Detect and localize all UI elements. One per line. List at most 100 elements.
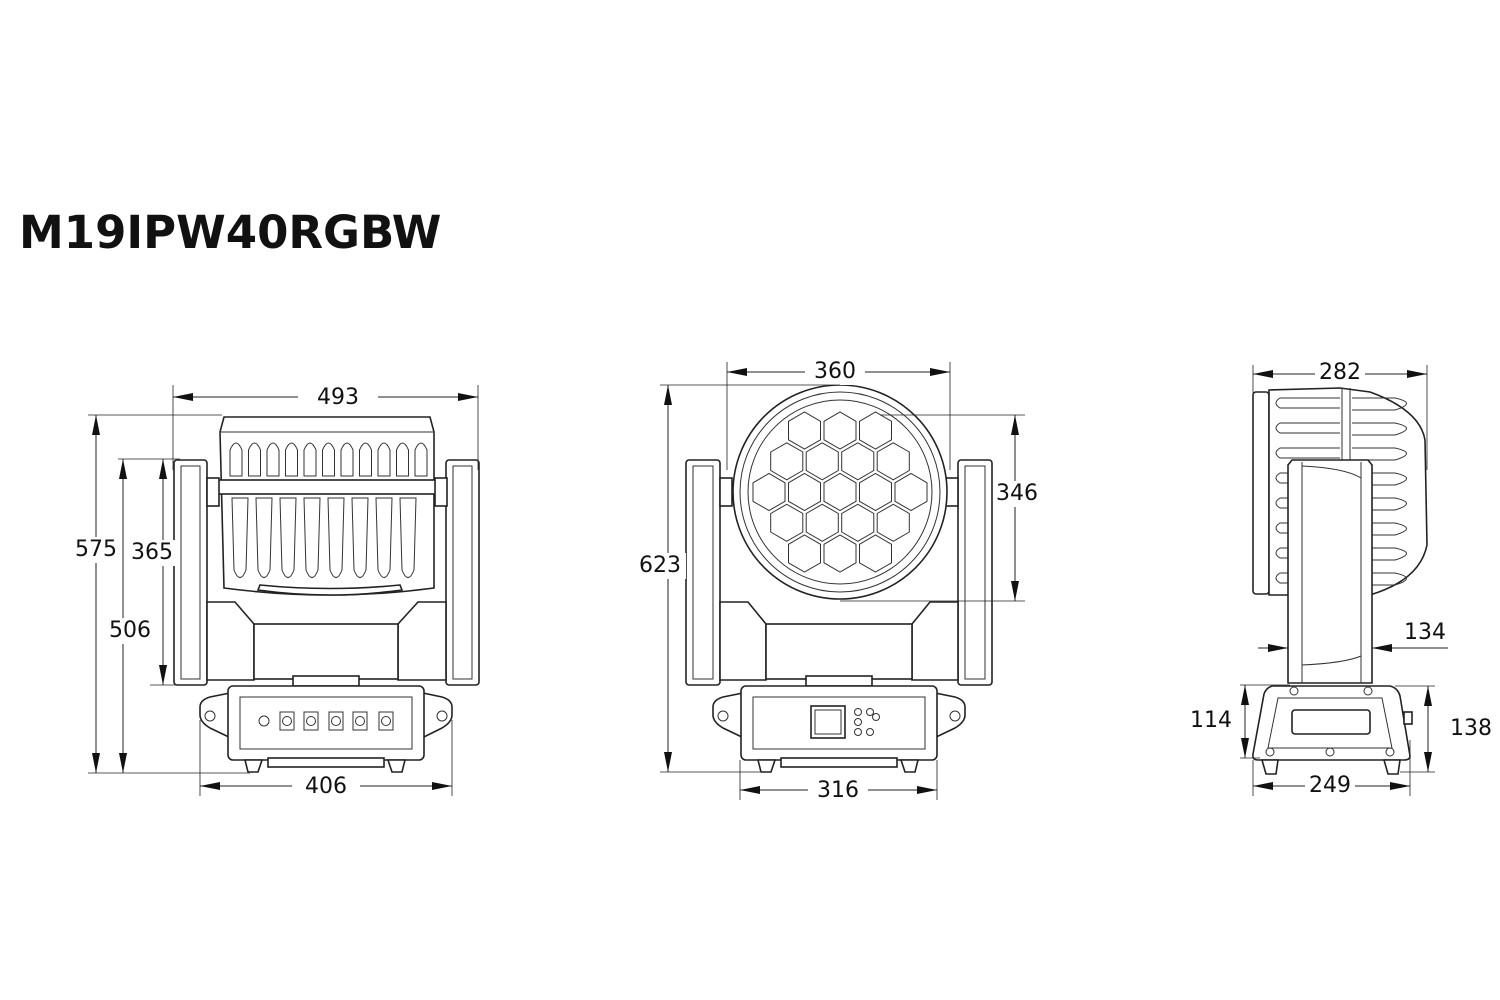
dimension-623: 623 bbox=[636, 384, 840, 773]
connector-socket bbox=[282, 716, 292, 726]
connector-icon bbox=[352, 711, 368, 731]
fin bbox=[1275, 472, 1340, 484]
dimension-label: 249 bbox=[1309, 773, 1351, 798]
dimension-label: 282 bbox=[1319, 360, 1361, 385]
lens-head bbox=[732, 384, 948, 600]
dimension-114: 114 bbox=[1190, 684, 1290, 759]
dimension-label: 360 bbox=[814, 359, 856, 384]
fin bbox=[255, 497, 273, 578]
fin bbox=[375, 497, 393, 578]
lens-cell bbox=[823, 472, 857, 512]
fin bbox=[327, 497, 345, 578]
left-arm bbox=[685, 459, 721, 686]
fin bbox=[1352, 547, 1407, 561]
lens-cell bbox=[823, 534, 857, 573]
dimension-label: 406 bbox=[305, 774, 347, 799]
right-arm bbox=[445, 459, 480, 686]
dimension-493: 493 bbox=[172, 385, 479, 470]
lens-cell bbox=[788, 411, 821, 450]
heatsink-fins-upper bbox=[229, 442, 428, 477]
fin bbox=[1352, 522, 1407, 536]
side-view: 282 134 114 138 249 bbox=[1190, 360, 1492, 799]
fin bbox=[285, 442, 298, 477]
dimension-316: 316 bbox=[739, 760, 938, 803]
fin bbox=[248, 442, 261, 477]
lens-cell bbox=[770, 442, 804, 481]
control-buttons bbox=[854, 708, 880, 736]
dimension-label: 138 bbox=[1450, 716, 1492, 741]
dimension-label: 575 bbox=[75, 537, 117, 562]
dimension-label: 493 bbox=[317, 385, 359, 410]
lens-cell bbox=[752, 472, 786, 512]
left-arm bbox=[173, 459, 208, 686]
fin bbox=[279, 497, 297, 578]
lens-cell bbox=[805, 503, 839, 542]
base bbox=[199, 685, 453, 773]
lcd-display bbox=[810, 705, 846, 739]
lens-cell bbox=[823, 411, 857, 450]
heatsink-fins bbox=[1275, 397, 1407, 586]
lens-cell bbox=[788, 472, 821, 512]
dimension-label: 114 bbox=[1190, 708, 1232, 733]
dimension-label: 506 bbox=[109, 618, 151, 643]
dimension-282: 282 bbox=[1252, 360, 1428, 470]
dimension-249: 249 bbox=[1252, 740, 1411, 799]
dimension-506: 506 bbox=[106, 459, 154, 773]
lens-cell bbox=[788, 534, 821, 573]
product-title: M19IPW40RGBW bbox=[19, 206, 442, 259]
fin bbox=[396, 442, 409, 477]
fin bbox=[303, 442, 317, 477]
face-view: 360 623 346 316 bbox=[636, 359, 1041, 803]
dimension-label: 346 bbox=[996, 481, 1038, 506]
fin bbox=[1352, 497, 1407, 511]
connector-panel bbox=[258, 711, 394, 731]
fin bbox=[1275, 422, 1340, 434]
right-arm bbox=[957, 459, 993, 686]
fin bbox=[1275, 397, 1340, 409]
lens-cell bbox=[805, 442, 839, 481]
dimension-138: 138 bbox=[1395, 685, 1492, 773]
fin bbox=[1275, 447, 1340, 459]
moving-head bbox=[217, 416, 437, 596]
heatsink-fins-lower bbox=[231, 497, 417, 578]
yoke-crossbar bbox=[253, 623, 399, 680]
fin bbox=[303, 497, 321, 578]
fin bbox=[359, 442, 372, 477]
connector-icon bbox=[328, 711, 344, 731]
fin bbox=[377, 442, 391, 477]
lens-cell bbox=[841, 503, 875, 542]
power-switch-icon bbox=[258, 715, 270, 727]
fin bbox=[266, 442, 280, 477]
connector-icon bbox=[279, 711, 295, 731]
base-side bbox=[1252, 685, 1413, 775]
connector-socket bbox=[381, 716, 391, 726]
dimension-360: 360 bbox=[726, 359, 951, 470]
connector-socket bbox=[306, 716, 316, 726]
connector-socket bbox=[331, 716, 341, 726]
fin bbox=[351, 497, 369, 578]
lens-cell bbox=[876, 442, 910, 481]
dimension-label: 134 bbox=[1404, 620, 1446, 645]
dimension-346: 346 bbox=[840, 414, 1041, 602]
fin bbox=[229, 442, 243, 477]
base bbox=[712, 685, 966, 773]
lens-cell bbox=[894, 472, 928, 512]
dimension-label: 623 bbox=[639, 553, 681, 578]
dimension-365: 365 bbox=[118, 458, 180, 686]
dimension-134: 134 bbox=[1258, 620, 1448, 652]
fin bbox=[231, 497, 249, 578]
dimension-label: 316 bbox=[817, 778, 859, 803]
connector-icon bbox=[378, 711, 394, 731]
fin bbox=[1275, 547, 1340, 559]
fin bbox=[1352, 572, 1407, 586]
fin bbox=[1275, 522, 1340, 534]
fin bbox=[1352, 397, 1407, 411]
fin bbox=[340, 442, 354, 477]
front-view: 493 575 365 506 406 bbox=[74, 385, 480, 799]
lens-cell bbox=[859, 411, 892, 450]
dimension-575: 575 bbox=[74, 414, 250, 774]
fin bbox=[322, 442, 335, 477]
lens-cell bbox=[841, 442, 875, 481]
lens-cell bbox=[859, 472, 892, 512]
